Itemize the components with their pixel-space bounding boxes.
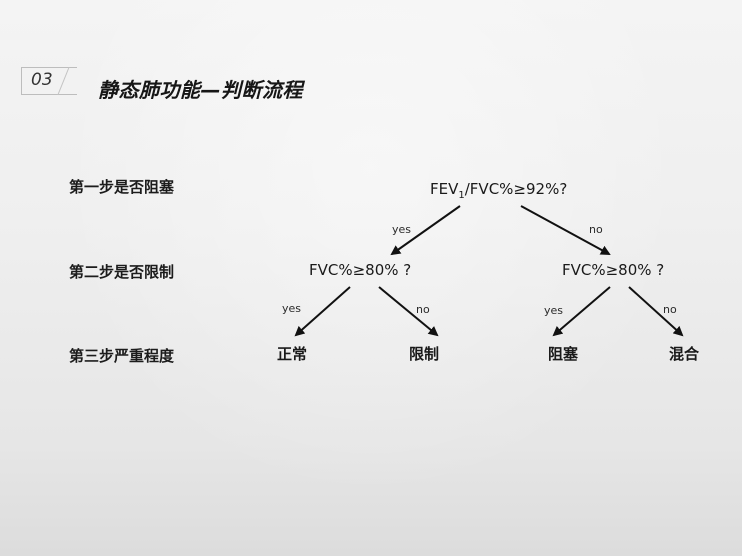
outcome-normal: 正常 bbox=[277, 345, 308, 363]
root-decision-suffix: /FVC%≥92%? bbox=[464, 180, 568, 198]
arrow-root-no bbox=[520, 205, 611, 255]
arrow-right-yes bbox=[552, 286, 611, 337]
outcome-restrictive: 限制 bbox=[409, 345, 440, 363]
decision-node-right: FVC%≥80% ? bbox=[562, 261, 665, 279]
step-3-label: 第三步严重程度 bbox=[69, 347, 175, 365]
step-1-label: 第一步是否阻塞 bbox=[69, 178, 175, 196]
arrow-left-no bbox=[378, 286, 439, 337]
arrow-right-no bbox=[628, 286, 684, 337]
edge-label-right-no: no bbox=[663, 303, 677, 316]
edge-label-root-yes: yes bbox=[392, 223, 412, 236]
edge-label-left-no: no bbox=[416, 303, 430, 316]
root-decision-node: FEV1/FVC%≥92%? bbox=[430, 180, 567, 201]
section-number-frame bbox=[21, 67, 77, 95]
decision-node-left: FVC%≥80% ? bbox=[309, 261, 412, 279]
page-title: 静态肺功能—判断流程 bbox=[98, 78, 303, 102]
edge-label-right-yes: yes bbox=[544, 304, 564, 317]
section-number: 03 bbox=[31, 70, 53, 90]
arrow-root-yes bbox=[390, 205, 461, 256]
arrow-left-yes bbox=[294, 286, 351, 337]
root-decision-subscript: 1 bbox=[458, 190, 465, 201]
edge-label-left-yes: yes bbox=[282, 302, 302, 315]
outcome-mixed: 混合 bbox=[669, 345, 700, 363]
edge-label-root-no: no bbox=[589, 223, 603, 236]
outcome-obstructive: 阻塞 bbox=[548, 345, 579, 363]
step-2-label: 第二步是否限制 bbox=[69, 263, 175, 281]
root-decision-prefix: FEV bbox=[430, 180, 459, 198]
